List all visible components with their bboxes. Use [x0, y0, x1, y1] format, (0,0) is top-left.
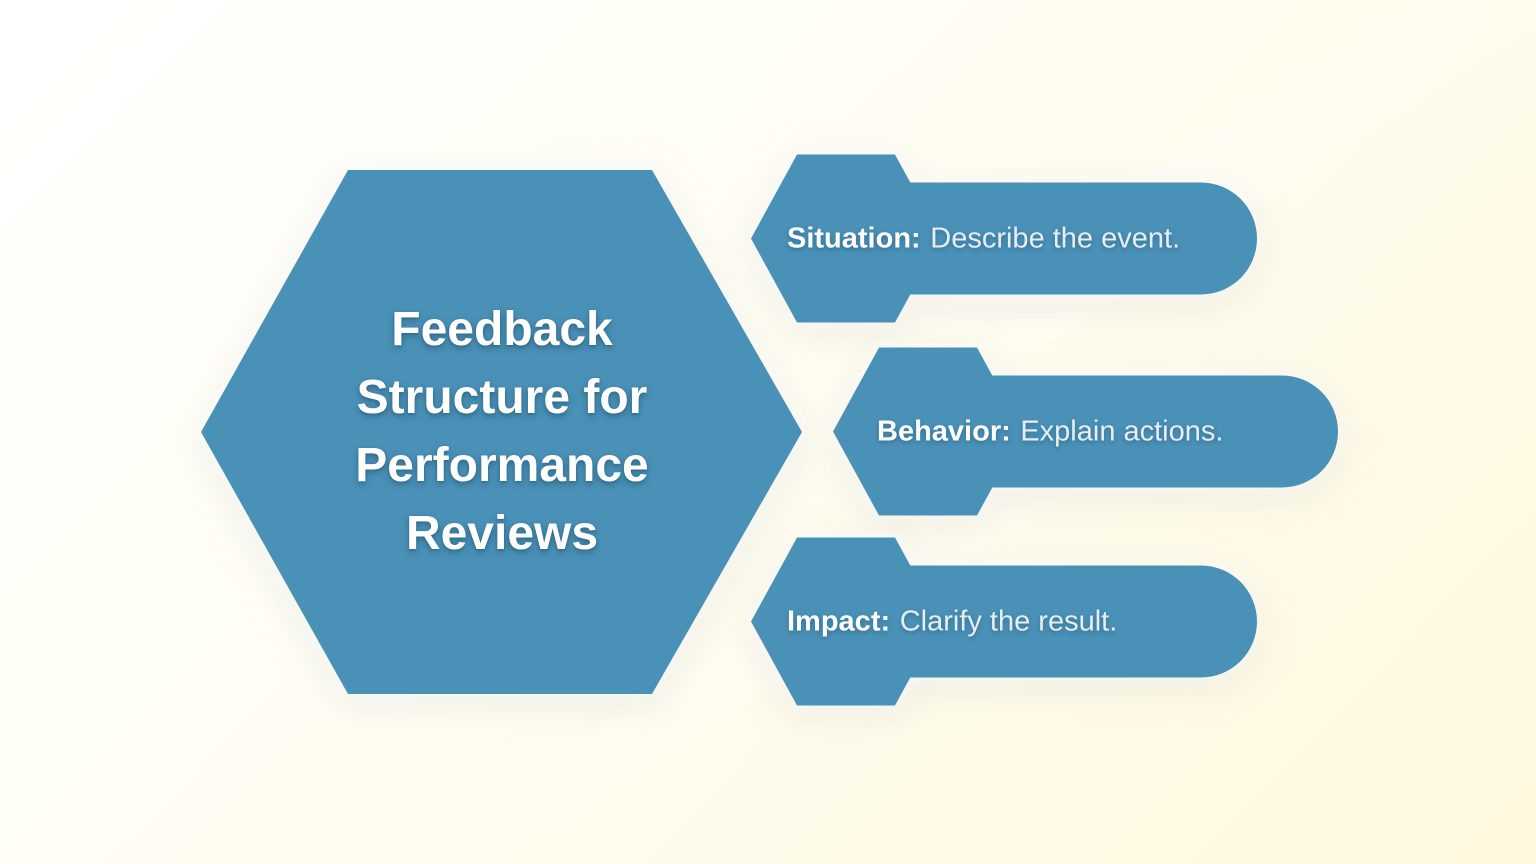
- tag-description-behavior: Explain actions.: [1020, 415, 1224, 448]
- diagram-title-line: Structure for: [356, 371, 648, 424]
- tag-text-situation: Situation: Describe the event.: [787, 223, 1180, 256]
- tag-shape-impact: [751, 537, 1258, 706]
- tag-label-impact: Impact:: [787, 605, 891, 638]
- tag-description-situation: Describe the event.: [930, 222, 1181, 255]
- diagram-title: Feedback Structure for Performance Revie…: [302, 296, 702, 568]
- tag-label-situation: Situation:: [787, 222, 921, 255]
- diagram-title-line: Reviews: [405, 507, 599, 560]
- main-hexagon-shape: [201, 170, 802, 694]
- tag-label-behavior: Behavior:: [877, 415, 1011, 448]
- tag-text-impact: Impact:Clarify the result.: [787, 606, 1117, 639]
- tag-shape-behavior: [833, 347, 1339, 516]
- tag-text-behavior: Behavior: Explain actions.: [877, 416, 1223, 449]
- tag-shape-situation: [751, 154, 1258, 323]
- tag-description-impact: Clarify the result.: [899, 605, 1118, 638]
- diagram-title-line: Feedback: [391, 303, 613, 356]
- diagram-title-line: Performance: [355, 439, 649, 492]
